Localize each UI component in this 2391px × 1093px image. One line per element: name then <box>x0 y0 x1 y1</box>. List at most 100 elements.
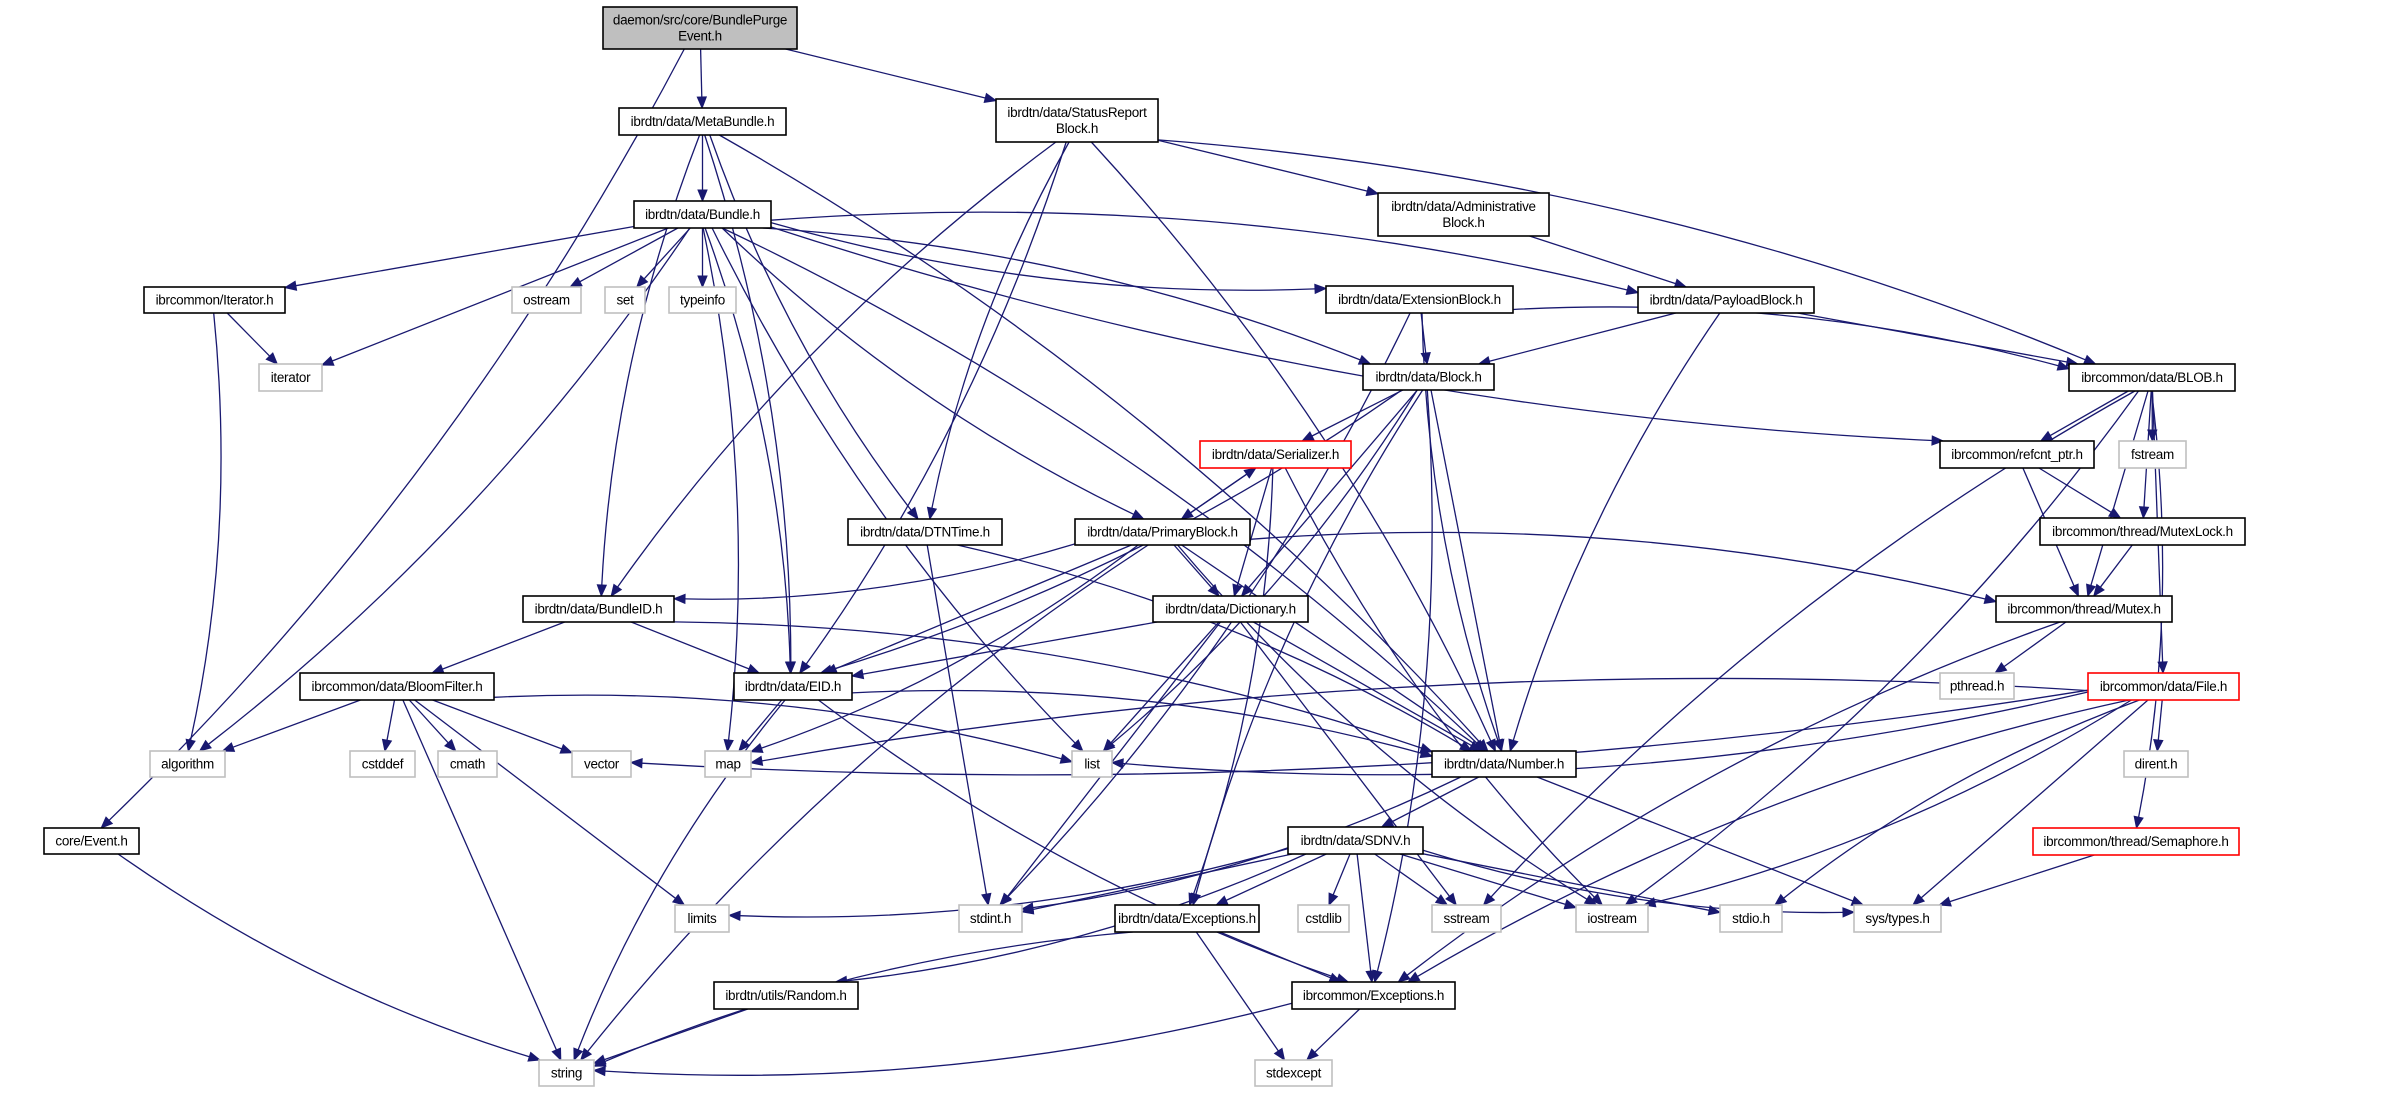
node-algorithm[interactable]: algorithm <box>149 750 226 778</box>
node-box[interactable] <box>522 595 675 623</box>
node-systypes[interactable]: sys/types.h <box>1853 904 1942 933</box>
node-iostream[interactable]: iostream <box>1575 904 1649 933</box>
node-sdnv[interactable]: ibrdtn/data/SDNV.h <box>1287 826 1424 855</box>
node-box[interactable] <box>602 6 798 50</box>
node-box[interactable] <box>604 286 646 314</box>
node-box[interactable] <box>538 1059 595 1087</box>
node-iterator[interactable]: iterator <box>258 363 323 392</box>
node-string[interactable]: string <box>538 1059 595 1087</box>
node-box[interactable] <box>571 750 632 778</box>
node-box[interactable] <box>668 286 737 314</box>
node-box[interactable] <box>1995 595 2173 623</box>
node-ostream[interactable]: ostream <box>511 286 582 314</box>
node-exceptions[interactable]: ibrdtn/data/Exceptions.h <box>1114 904 1260 933</box>
node-refcnt[interactable]: ibrcommon/refcnt_ptr.h <box>1939 440 2095 469</box>
node-vector[interactable]: vector <box>571 750 632 778</box>
node-cstddef[interactable]: cstddef <box>349 750 416 778</box>
node-box[interactable] <box>1291 981 1456 1010</box>
node-box[interactable] <box>618 107 787 136</box>
node-box[interactable] <box>349 750 416 778</box>
node-box[interactable] <box>1939 440 2095 469</box>
node-box[interactable] <box>1939 672 2015 700</box>
node-dtntime[interactable]: ibrdtn/data/DTNTime.h <box>847 518 1003 546</box>
node-box[interactable] <box>2068 363 2236 392</box>
node-box[interactable] <box>1152 595 1309 623</box>
node-stdexcept[interactable]: stdexcept <box>1254 1059 1333 1087</box>
node-bloomfilter[interactable]: ibrcommon/data/BloomFilter.h <box>299 672 495 701</box>
node-dirent[interactable]: dirent.h <box>2123 750 2189 778</box>
node-box[interactable] <box>1853 904 1942 933</box>
node-icexceptions[interactable]: ibrcommon/Exceptions.h <box>1291 981 1456 1010</box>
node-box[interactable] <box>437 750 498 778</box>
node-box[interactable] <box>1114 904 1260 933</box>
node-list[interactable]: list <box>1071 750 1113 778</box>
node-pthread[interactable]: pthread.h <box>1939 672 2015 700</box>
node-box[interactable] <box>1377 192 1550 237</box>
node-file[interactable]: ibrcommon/data/File.h <box>2087 672 2240 701</box>
node-random[interactable]: ibrdtn/utils/Random.h <box>713 981 859 1010</box>
node-box[interactable] <box>713 981 859 1010</box>
node-blob[interactable]: ibrcommon/data/BLOB.h <box>2068 363 2236 392</box>
node-box[interactable] <box>143 286 286 314</box>
node-box[interactable] <box>847 518 1003 546</box>
node-box[interactable] <box>2123 750 2189 778</box>
node-box[interactable] <box>1431 750 1577 778</box>
node-box[interactable] <box>704 750 752 778</box>
node-metabundle[interactable]: ibrdtn/data/MetaBundle.h <box>618 107 787 136</box>
node-payloadblock[interactable]: ibrdtn/data/PayloadBlock.h <box>1637 286 1815 314</box>
node-box[interactable] <box>733 672 853 701</box>
node-set[interactable]: set <box>604 286 646 314</box>
node-box[interactable] <box>1199 440 1352 469</box>
node-box[interactable] <box>1719 904 1783 933</box>
node-typeinfo[interactable]: typeinfo <box>668 286 737 314</box>
node-box[interactable] <box>1074 518 1251 546</box>
node-box[interactable] <box>1287 826 1424 855</box>
node-stdint[interactable]: stdint.h <box>958 904 1023 933</box>
node-box[interactable] <box>299 672 495 701</box>
node-mutexlock[interactable]: ibrcommon/thread/MutexLock.h <box>2039 517 2246 546</box>
node-primaryblock[interactable]: ibrdtn/data/PrimaryBlock.h <box>1074 518 1251 546</box>
node-box[interactable] <box>1362 363 1495 391</box>
node-box[interactable] <box>995 98 1159 143</box>
node-cmath[interactable]: cmath <box>437 750 498 778</box>
node-mutex[interactable]: ibrcommon/thread/Mutex.h <box>1995 595 2173 623</box>
node-box[interactable] <box>1325 285 1514 314</box>
node-number[interactable]: ibrdtn/data/Number.h <box>1431 750 1577 778</box>
node-box[interactable] <box>1071 750 1113 778</box>
node-stdio[interactable]: stdio.h <box>1719 904 1783 933</box>
node-dictionary[interactable]: ibrdtn/data/Dictionary.h <box>1152 595 1309 623</box>
node-box[interactable] <box>1254 1059 1333 1087</box>
node-box[interactable] <box>958 904 1023 933</box>
node-box[interactable] <box>1431 904 1502 933</box>
node-event[interactable]: core/Event.h <box>43 827 140 855</box>
node-fstream[interactable]: fstream <box>2118 440 2187 469</box>
node-iteratorh[interactable]: ibrcommon/Iterator.h <box>143 286 286 314</box>
node-cstdlib[interactable]: cstdlib <box>1297 904 1350 933</box>
node-extensionblock[interactable]: ibrdtn/data/ExtensionBlock.h <box>1325 285 1514 314</box>
node-box[interactable] <box>1575 904 1649 933</box>
node-eid[interactable]: ibrdtn/data/EID.h <box>733 672 853 701</box>
node-semaphore[interactable]: ibrcommon/thread/Semaphore.h <box>2032 827 2240 856</box>
node-box[interactable] <box>2118 440 2187 469</box>
node-box[interactable] <box>2087 672 2240 701</box>
node-box[interactable] <box>43 827 140 855</box>
node-limits[interactable]: limits <box>674 904 730 933</box>
node-box[interactable] <box>2039 517 2246 546</box>
node-box[interactable] <box>258 363 323 392</box>
node-box[interactable] <box>511 286 582 314</box>
node-box[interactable] <box>1637 286 1815 314</box>
node-bundleid[interactable]: ibrdtn/data/BundleID.h <box>522 595 675 623</box>
node-block[interactable]: ibrdtn/data/Block.h <box>1362 363 1495 391</box>
node-box[interactable] <box>1297 904 1350 933</box>
node-bundle[interactable]: ibrdtn/data/Bundle.h <box>633 200 772 229</box>
node-box[interactable] <box>149 750 226 778</box>
node-box[interactable] <box>2032 827 2240 856</box>
node-sstream[interactable]: sstream <box>1431 904 1502 933</box>
node-serializer[interactable]: ibrdtn/data/Serializer.h <box>1199 440 1352 469</box>
node-map[interactable]: map <box>704 750 752 778</box>
node-box[interactable] <box>674 904 730 933</box>
node-box[interactable] <box>633 200 772 229</box>
